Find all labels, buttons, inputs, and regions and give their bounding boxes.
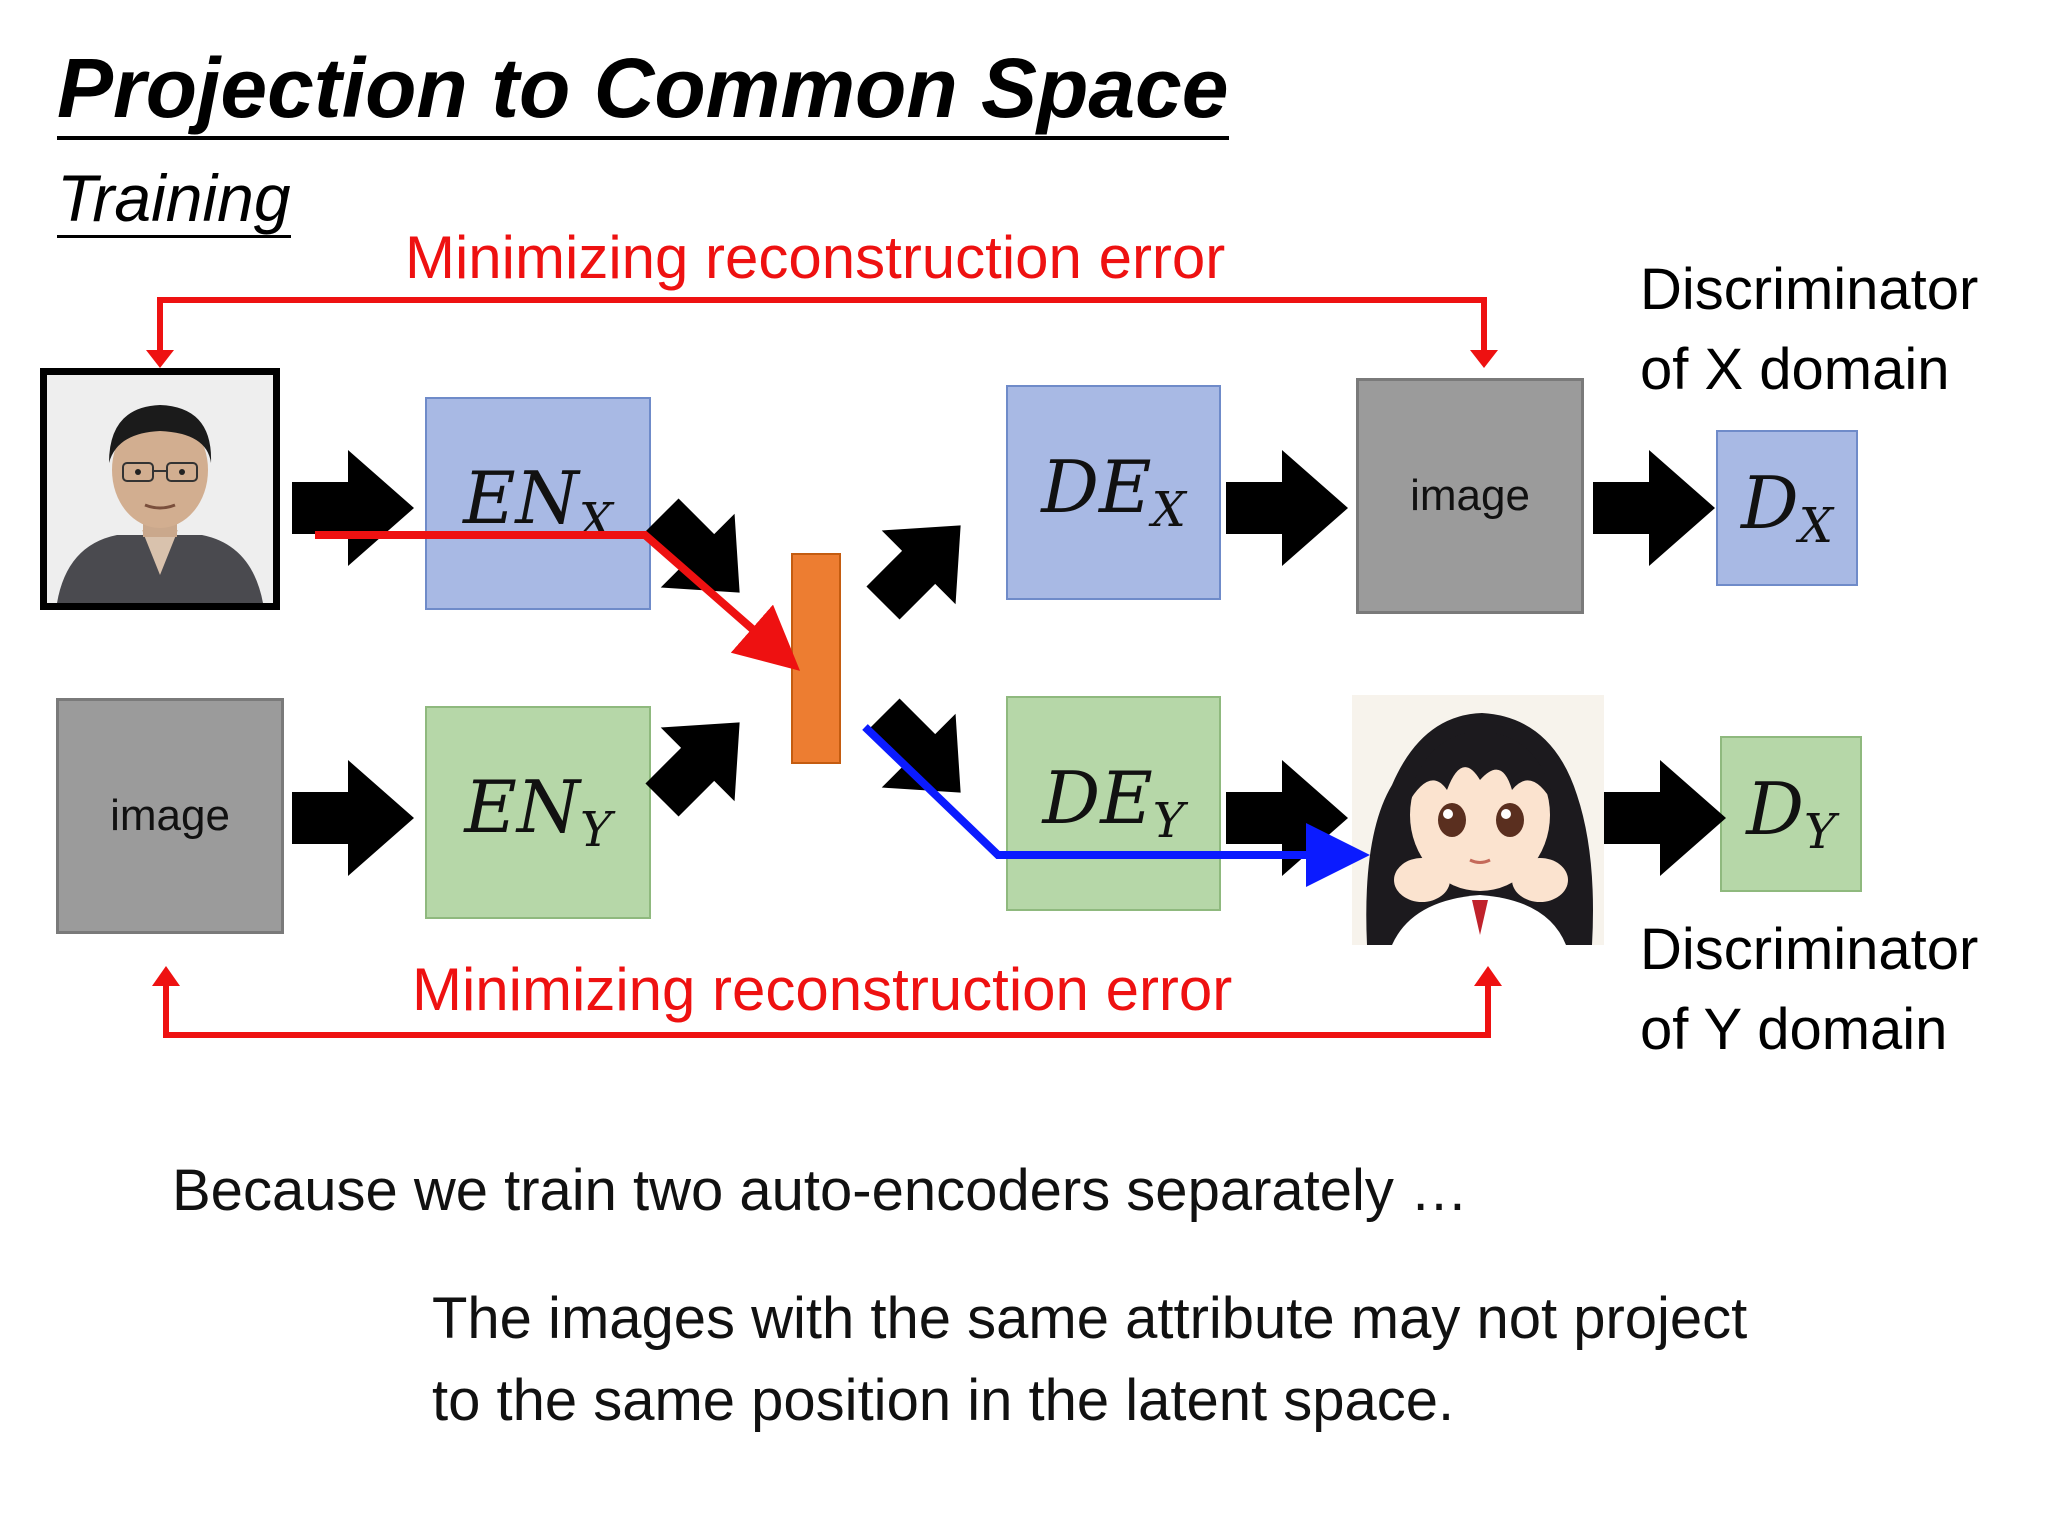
decoder-y-box: DEY [1006,696,1221,911]
arrow-encoder-x-to-latent [625,478,777,630]
decoder-x-label: DE [1041,445,1152,529]
decoder-y-label: DE [1042,756,1153,840]
discriminator-x-box: DX [1716,430,1858,586]
arrow-image-to-discriminator-x [1593,450,1715,566]
decoder-x-box: DEX [1006,385,1221,600]
explanation-line-3: to the same position in the latent space… [432,1368,1455,1433]
explanation-line-1: Because we train two auto-encoders separ… [172,1158,1469,1223]
reconstruction-bracket-bottom [163,980,1491,1038]
decoder-x-subscript: X [1151,482,1186,538]
arrow-latent-to-decoder-x [846,488,998,640]
arrow-encoder-y-to-latent [625,685,777,837]
person-photo-illustration [47,375,273,603]
arrow-decoder-x-to-image [1226,450,1348,566]
arrow-image-to-encoder-y [292,760,414,876]
image-placeholder-y-input: image [56,698,284,934]
arrow-latent-to-decoder-y [846,678,998,830]
decoder-y-subscript: Y [1152,793,1185,849]
slide-subtitle: Training [57,162,291,238]
input-photo-x [40,368,280,610]
slide-title: Projection to Common Space [57,42,1229,141]
image-placeholder-x-label: image [1410,471,1530,520]
discriminator-x-subscript: X [1798,497,1833,554]
discriminator-x-label-line2: of X domain [1640,337,1950,403]
discriminator-x-label-line1: Discriminator [1640,257,1979,322]
reconstruction-top-left-arrowhead [146,350,174,368]
discriminator-x-label: Discriminator of X domain [1640,250,1978,410]
discriminator-y-label-line1: Discriminator [1640,917,1979,982]
encoder-y-label: EN [464,765,580,849]
anime-image-y [1352,695,1604,945]
image-placeholder-y-label: image [110,791,230,840]
path-latent-to-y-output [862,724,1370,887]
reconstruction-bracket-top [157,297,1487,356]
reconstruction-bottom-right-arrowhead [1474,966,1502,986]
discriminator-y-symbol: D [1746,766,1805,851]
arrow-photo-to-encoder-x [292,450,414,566]
explanation-line-2: The images with the same attribute may n… [432,1286,1748,1351]
discriminator-y-label-line2: of Y domain [1640,997,1948,1063]
path-x-to-latent [315,531,801,671]
encoder-y-box: ENY [425,706,651,919]
discriminator-y-subscript: Y [1804,803,1836,860]
anime-girl-illustration [1352,695,1604,945]
image-placeholder-x-output: image [1356,378,1584,614]
discriminator-y-box: DY [1720,736,1862,892]
discriminator-y-label: Discriminator of Y domain [1640,910,1978,1070]
discriminator-x-symbol: D [1741,460,1799,545]
reconstruction-bottom-left-arrowhead [152,966,180,986]
encoder-x-label: EN [463,456,579,540]
reconstruction-error-top-label: Minimizing reconstruction error [405,224,1226,291]
reconstruction-top-right-arrowhead [1470,350,1498,368]
reconstruction-error-bottom-label: Minimizing reconstruction error [412,956,1233,1023]
arrow-image-to-discriminator-y [1604,760,1726,876]
encoder-y-subscript: Y [579,802,612,858]
